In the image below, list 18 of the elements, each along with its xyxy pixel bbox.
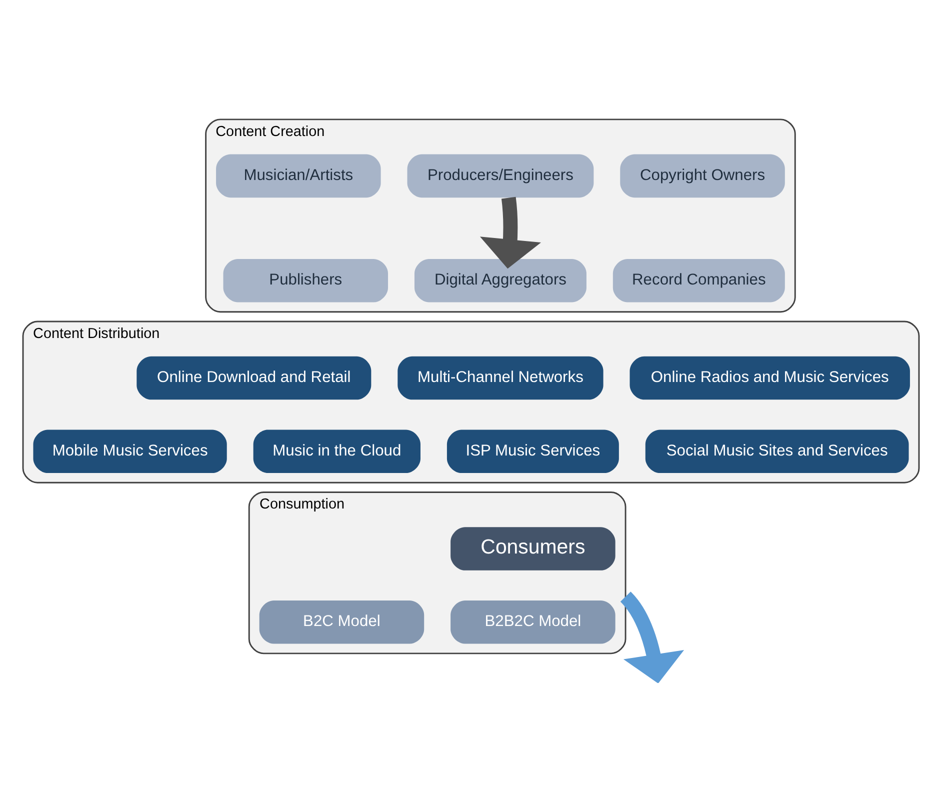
node-box: Producers/Engineers: [407, 154, 594, 198]
node-box: B2C Model: [259, 600, 424, 644]
node-box: Music in the Cloud: [253, 429, 420, 473]
node-box: Copyright Owners: [620, 154, 785, 198]
node-box: Social Music Sites and Services: [645, 429, 909, 473]
node-box: ISP Music Services: [446, 429, 619, 473]
arrow: [480, 196, 541, 268]
node-box: Digital Aggregators: [414, 258, 586, 302]
arrow: [620, 591, 684, 682]
node-box: Musician/Artists: [216, 154, 381, 198]
node-box: Mobile Music Services: [33, 429, 227, 473]
node-box: Multi-Channel Networks: [398, 356, 604, 400]
node-box: Online Download and Retail: [136, 356, 372, 400]
node-box: Publishers: [223, 258, 388, 302]
node-box: Online Radios and Music Services: [630, 356, 910, 400]
node-box: B2B2C Model: [450, 600, 616, 644]
node-box: Record Companies: [612, 258, 785, 302]
node-box: Consumers: [450, 526, 616, 570]
